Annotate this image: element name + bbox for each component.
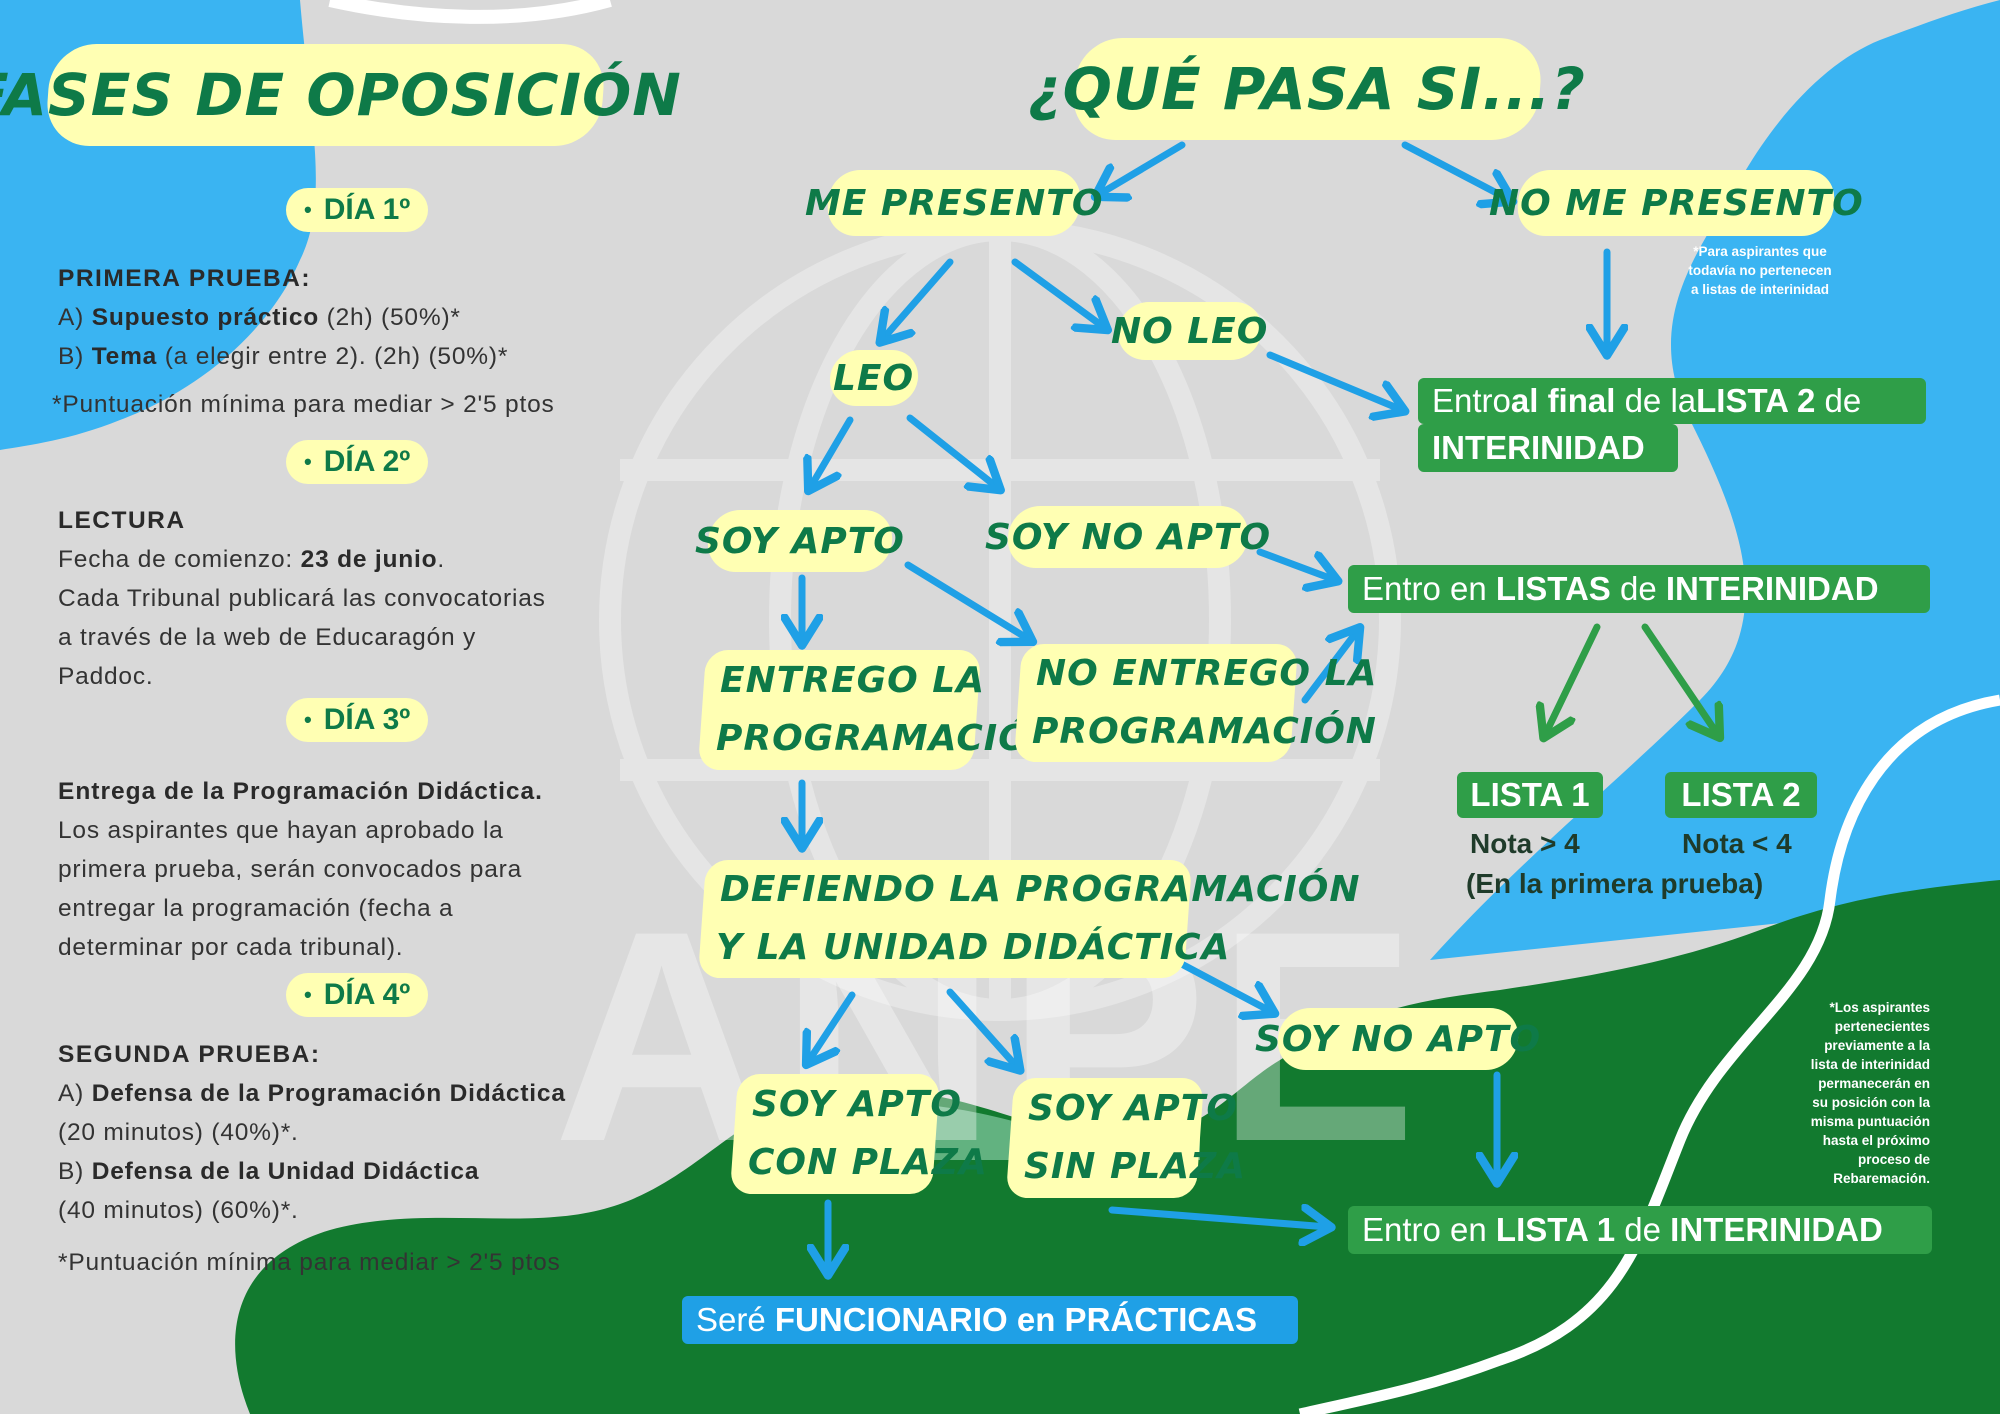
day1-line-b: B) Tema (a elegir entre 2). (2h) (50%)* [58, 343, 509, 370]
lista1-badge: LISTA 1 [1457, 772, 1603, 818]
day4-line-a2: (20 minutos) (40%)*. [58, 1119, 299, 1146]
nota-1: Nota > 4 [1470, 828, 1580, 859]
node-soy-apto: SOY APTO [695, 510, 905, 572]
flow-title: ¿QUÉ PASA SI...? [1028, 38, 1586, 140]
day1-line-a: A) Supuesto práctico (2h) (50%)* [58, 304, 461, 331]
day4-line-b2: (40 minutos) (60%)*. [58, 1197, 299, 1224]
day-1-badge: •DÍA 1º [286, 188, 429, 232]
blue-blob-right [1430, 0, 2000, 960]
result-lista2-box: Entro al final de la LISTA 2 de [1418, 378, 1926, 424]
result-listas-box: Entro en LISTAS de INTERINIDAD [1348, 565, 1930, 613]
day-2-badge: •DÍA 2º [286, 440, 429, 484]
day-3-badge: •DÍA 3º [286, 698, 429, 742]
day2-line-3: a través de la web de Educaragón y [58, 624, 477, 651]
day2-line-2: Cada Tribunal publicará las convocatoria… [58, 585, 546, 612]
day3-heading: Entrega de la Programación Didáctica. [58, 778, 543, 805]
node-no-me-presento: NO ME PRESENTO [1489, 170, 1863, 236]
day3-block: Entrega de la Programación Didáctica. Lo… [58, 772, 543, 967]
node-me-presento: ME PRESENTO [805, 170, 1103, 236]
day-4-badge: •DÍA 4º [286, 973, 429, 1017]
day1-block: PRIMERA PRUEBA: A) Supuesto práctico (2h… [58, 259, 508, 376]
day4-block: SEGUNDA PRUEBA: A) Defensa de la Program… [58, 1035, 566, 1230]
node-no-leo: NO LEO [1111, 302, 1269, 360]
lista2-badge: LISTA 2 [1665, 772, 1817, 818]
day4-heading: SEGUNDA PRUEBA: [58, 1041, 321, 1068]
day1-heading: PRIMERA PRUEBA: [58, 265, 311, 292]
day1-note: *Puntuación mínima para mediar > 2'5 pto… [52, 391, 555, 418]
note-no-presento: *Para aspirantes que todavía no pertenec… [1688, 244, 1832, 297]
white-arc-top [328, 0, 612, 24]
day4-line-b: B) Defensa de la Unidad Didáctica [58, 1158, 480, 1185]
white-curve-right [1298, 694, 2000, 1414]
node-soy-no-apto-2: SOY NO APTO [1255, 1008, 1541, 1070]
result-lista2-line2: INTERINIDAD [1418, 424, 1678, 472]
note-rebaremacion: *Los aspirantes pertenecientes previamen… [1810, 1000, 1930, 1186]
day2-block: LECTURA Fecha de comienzo: 23 de junio. … [58, 501, 546, 696]
day3-line-3: entregar la programación (fecha a [58, 895, 454, 922]
node-soy-no-apto-1: SOY NO APTO [985, 506, 1271, 568]
day2-line-4: Paddoc. [58, 663, 154, 690]
left-title: FASES DE OPOSICIÓN [0, 44, 682, 146]
day2-heading: LECTURA [58, 507, 186, 534]
day3-line-4: determinar por cada tribunal). [58, 934, 404, 961]
day3-line-2: primera prueba, serán convocados para [58, 856, 523, 883]
day4-note: *Puntuación mínima para mediar > 2'5 pto… [58, 1249, 561, 1276]
primera-prueba-note: (En la primera prueba) [1466, 868, 1764, 899]
day3-line-1: Los aspirantes que hayan aprobado la [58, 817, 504, 844]
day2-line-1: Fecha de comienzo: 23 de junio. [58, 546, 446, 573]
node-leo: LEO [828, 350, 920, 406]
day4-line-a: A) Defensa de la Programación Didáctica [58, 1080, 566, 1107]
result-lista1-box: Entro en LISTA 1 de INTERINIDAD [1348, 1206, 1932, 1254]
nota-2: Nota < 4 [1682, 828, 1792, 859]
result-funcionario-box: Seré FUNCIONARIO en PRÁCTICAS [682, 1296, 1298, 1344]
